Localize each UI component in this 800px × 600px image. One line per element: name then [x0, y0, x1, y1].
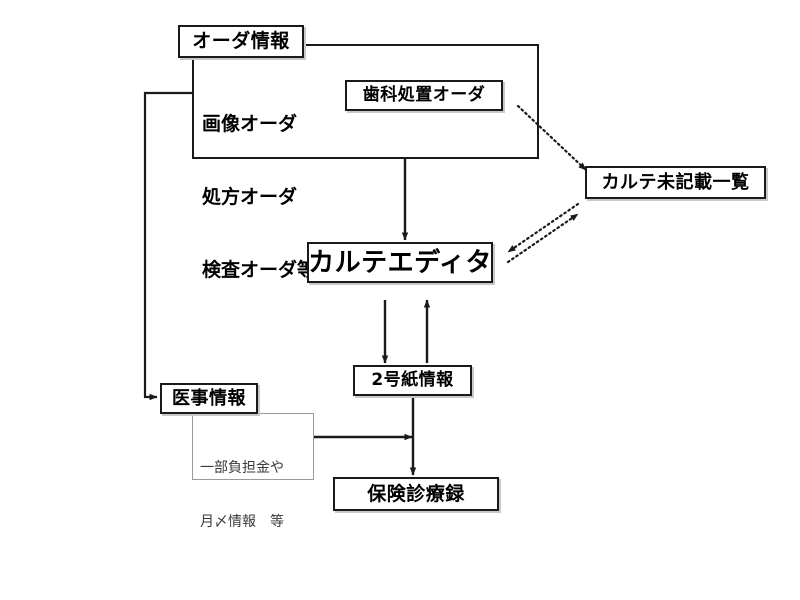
- order-item-image: 画像オーダ: [202, 112, 298, 135]
- medical-affairs-detail-line1: 一部負担金や: [200, 459, 284, 476]
- karte-unwritten-list-box[interactable]: カルテ未記載一覧: [585, 166, 766, 199]
- karte-unwritten-list-label: カルテ未記載一覧: [601, 171, 750, 193]
- insurance-record-label: 保険診療録: [367, 482, 465, 505]
- order-item-examination: 検査オーダ等: [202, 258, 317, 281]
- medical-affairs-detail-line2: 月〆情報 等: [200, 513, 284, 530]
- karte-editor-label: カルテエディタ: [308, 247, 492, 278]
- edge-unwritten-list-to-karte-editor: [506, 202, 580, 254]
- dental-order-box[interactable]: 歯科処置オーダ: [345, 80, 503, 111]
- dental-order-label: 歯科処置オーダ: [362, 85, 486, 105]
- karte-editor-box[interactable]: カルテエディタ: [307, 242, 493, 283]
- edge-order-to-medical-affairs: [143, 91, 192, 401]
- order-info-label: オーダ情報: [192, 30, 290, 52]
- edge-karte-editor-to-unwritten-list: [506, 212, 580, 264]
- medical-affairs-label: 医事情報: [172, 387, 246, 409]
- paper2-info-label: 2号紙情報: [371, 370, 454, 390]
- paper2-info-box[interactable]: 2号紙情報: [353, 365, 472, 396]
- order-item-prescription: 処方オーダ: [202, 185, 298, 208]
- order-items-text: 画像オーダ 処方オーダ 検査オーダ等: [202, 63, 316, 330]
- medical-affairs-label-box[interactable]: 医事情報: [160, 383, 258, 414]
- order-info-label-box[interactable]: オーダ情報: [178, 25, 304, 58]
- insurance-record-box[interactable]: 保険診療録: [333, 477, 499, 511]
- order-info-container: [192, 44, 539, 159]
- medical-affairs-detail-text: 一部負担金や 月〆情報 等: [200, 424, 284, 567]
